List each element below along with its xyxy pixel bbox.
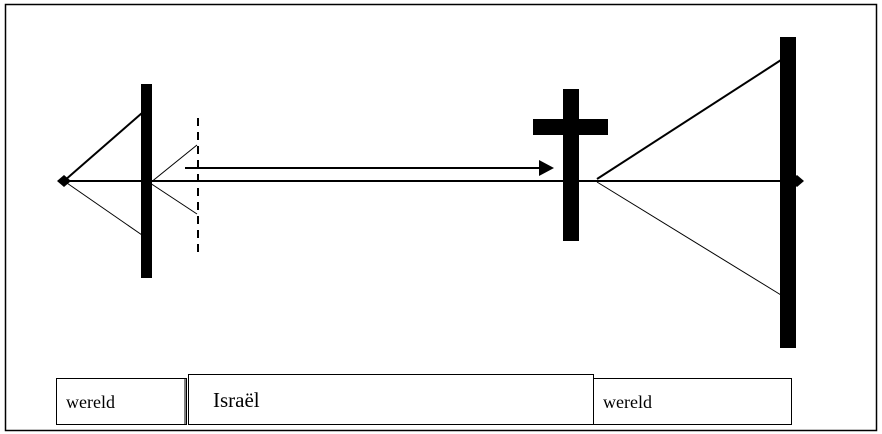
right-vertical-bar xyxy=(780,37,796,348)
outer-frame xyxy=(4,3,878,432)
left-vertical-bar xyxy=(141,84,152,278)
label-israel: Israël xyxy=(213,388,260,412)
left-wedge-lower xyxy=(63,180,143,236)
right-wedge-lower xyxy=(596,181,782,296)
box-wereld-left xyxy=(56,378,187,425)
label-wereld-right: wereld xyxy=(603,392,652,412)
right-wedge-upper xyxy=(596,59,782,180)
inner-wedge-upper xyxy=(149,144,198,184)
box-wereld-right xyxy=(593,378,792,425)
inner-wedge-lower xyxy=(149,182,198,215)
label-wereld-left: wereld xyxy=(66,392,115,412)
cross-icon xyxy=(533,89,608,241)
arrow-head-icon xyxy=(539,160,554,176)
left-wedge-upper xyxy=(63,112,143,182)
